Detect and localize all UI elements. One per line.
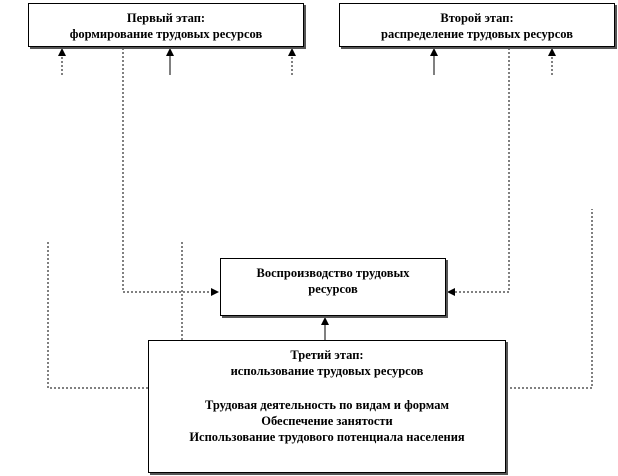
- reproduction-title-line2: ресурсов: [308, 282, 358, 296]
- stage3-feedback-lines: [47, 209, 593, 470]
- stage1-input-arrows: [58, 48, 296, 75]
- stage2-subtitle: распределение трудовых ресурсов: [381, 27, 573, 41]
- arrow-stage2-to-center: [447, 48, 510, 296]
- stage3-title: Третий этап:: [290, 348, 364, 362]
- stage1-title: Первый этап:: [126, 11, 206, 25]
- reproduction-box: Воспроизводство трудовых ресурсов: [220, 258, 446, 316]
- stage2-input-arrows: [430, 48, 556, 75]
- reproduction-title-line1: Воспроизводство трудовых: [256, 266, 410, 280]
- arrow-stage1-to-center: [122, 48, 219, 296]
- stage3-item-employment: Обеспечение занятости: [261, 414, 393, 428]
- stage1-box: Первый этап: формирование трудовых ресур…: [28, 3, 304, 47]
- stage3-item-labor-activity: Трудовая деятельность по видам и формам: [204, 398, 449, 412]
- stage3-item-potential: Использование трудового потенциала насел…: [189, 430, 465, 444]
- stage2-title: Второй этап:: [440, 11, 514, 25]
- stage3-box: Третий этап: использование трудовых ресу…: [148, 340, 506, 473]
- arrow-stage3-to-center: [321, 317, 329, 340]
- stage2-box: Второй этап: распределение трудовых ресу…: [339, 3, 615, 47]
- stage3-subtitle: использование трудовых ресурсов: [230, 364, 424, 378]
- stage1-subtitle: формирование трудовых ресурсов: [69, 27, 263, 41]
